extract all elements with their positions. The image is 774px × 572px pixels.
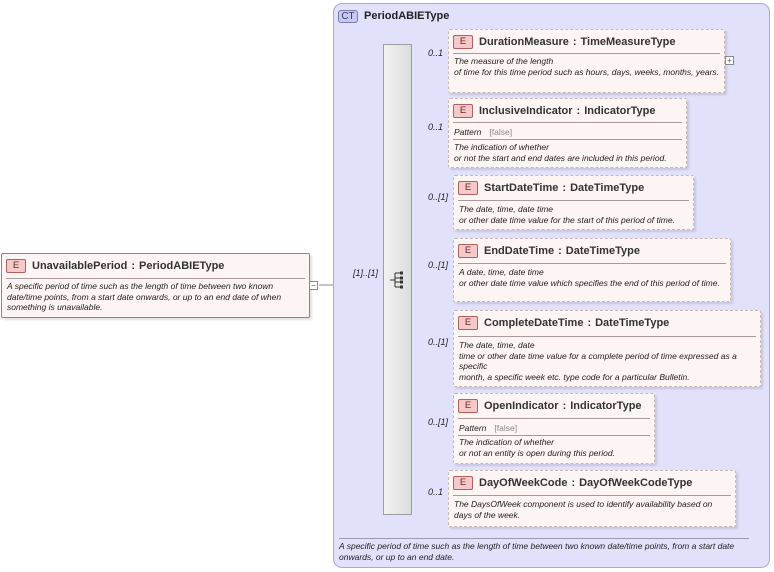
complex-type-name[interactable]: PeriodABIEType [364,10,450,22]
pattern-label: Pattern [454,127,482,137]
occurrence-completedatetime: 0..[1] [428,337,449,347]
element-box-dayofweekcode[interactable]: E DayOfWeekCode : DayOfWeekCodeType The … [448,470,736,527]
pattern-label: Pattern [459,423,487,433]
element-description: The measure of the length of time for th… [454,56,720,77]
element-type: DayOfWeekCodeType [579,476,693,489]
sequence-compositor-icon[interactable] [389,270,407,290]
element-divider [453,139,682,140]
type-separator: : [576,104,581,117]
element-name: InclusiveIndicator [479,104,573,117]
element-badge: E [453,103,473,118]
root-element-box[interactable]: E UnavailablePeriod : PeriodABIEType A s… [1,253,310,318]
element-description: The date, time, date time or other date … [459,204,675,225]
element-header: E OpenIndicator : IndicatorType [458,398,642,413]
element-type: PeriodABIEType [139,259,225,272]
element-type: IndicatorType [570,399,642,412]
complex-type-header: CT PeriodABIEType [338,8,449,24]
element-name: CompleteDateTime [484,316,584,329]
complex-type-description: A specific period of time such as the le… [339,541,735,562]
root-element-divider [6,278,305,279]
element-box-completedatetime[interactable]: E CompleteDateTime : DateTimeType The da… [453,310,761,387]
element-divider [453,495,731,496]
element-name: DurationMeasure [479,35,569,48]
occurrence-startdatetime: 0..[1] [428,192,449,202]
complex-type-badge: CT [338,9,358,23]
element-type: DateTimeType [595,316,670,329]
type-separator: : [572,35,577,48]
element-name: StartDateTime [484,181,559,194]
type-separator: : [587,316,592,329]
element-divider [458,418,650,419]
element-header: E InclusiveIndicator : IndicatorType [453,103,656,118]
element-divider [458,200,689,201]
pattern-row: Pattern [false] [454,127,512,137]
element-badge: E [458,180,478,195]
element-divider [458,435,650,436]
complex-type-divider [339,538,749,539]
element-badge: E [453,34,473,49]
element-name: EndDateTime [484,244,555,257]
element-divider [458,336,756,337]
element-box-durationmeasure[interactable]: E DurationMeasure : TimeMeasureType The … [448,29,725,93]
occurrence-dayofweekcode: 0..1 [428,487,444,497]
element-divider [458,263,726,264]
element-type: DateTimeType [570,181,645,194]
type-separator: : [562,399,567,412]
element-name: OpenIndicator [484,399,559,412]
pattern-value: [false] [489,127,513,137]
occurrence-durationmeasure: 0..1 [428,48,444,58]
type-separator: : [558,244,562,257]
element-description: The indication of whether or not the sta… [454,142,667,163]
root-element-description: A specific period of time such as the le… [7,281,282,312]
element-badge: E [458,315,478,330]
element-box-openindicator[interactable]: E OpenIndicator : IndicatorType Pattern [… [453,393,655,464]
pattern-value: [false] [494,423,518,433]
element-header: E EndDateTime : DateTimeType [458,243,640,258]
sequence-bar [383,44,412,515]
occurrence-openindicator: 0..[1] [428,417,449,427]
element-divider [453,122,682,123]
element-divider [453,53,720,54]
occurrence-enddatetime: 0..[1] [428,260,449,270]
element-box-startdatetime[interactable]: E StartDateTime : DateTimeType The date,… [453,175,694,230]
element-badge: E [458,243,478,258]
root-occurrence: [1]..[1] [353,268,379,278]
element-header: E DurationMeasure : TimeMeasureType [453,34,676,49]
element-description: A date, time, date time or other date ti… [459,267,720,288]
element-description: The date, time, date time or other date … [459,340,737,382]
element-header: E StartDateTime : DateTimeType [458,180,644,195]
element-badge: E [453,475,473,490]
element-badge: E [6,258,26,273]
element-description: The indication of whether or not an enti… [459,437,615,458]
element-header: E DayOfWeekCode : DayOfWeekCodeType [453,475,692,490]
element-header: E CompleteDateTime : DateTimeType [458,315,669,330]
element-box-inclusiveindicator[interactable]: E InclusiveIndicator : IndicatorType Pat… [448,98,687,168]
root-element-header: E UnavailablePeriod : PeriodABIEType [6,258,224,273]
type-separator: : [131,259,136,272]
element-name: UnavailablePeriod [32,259,128,272]
collapse-icon[interactable]: − [309,281,318,290]
type-separator: : [562,181,567,194]
expand-icon[interactable]: + [725,56,734,65]
element-type: TimeMeasureType [580,35,676,48]
element-badge: E [458,398,478,413]
element-name: DayOfWeekCode [479,476,568,489]
element-box-enddatetime[interactable]: E EndDateTime : DateTimeType A date, tim… [453,238,731,302]
element-type: IndicatorType [584,104,656,117]
element-description: The DaysOfWeek component is used to iden… [454,499,713,520]
element-type: DateTimeType [565,244,640,257]
type-separator: : [571,476,576,489]
pattern-row: Pattern [false] [459,423,517,433]
occurrence-inclusiveindicator: 0..1 [428,122,444,132]
